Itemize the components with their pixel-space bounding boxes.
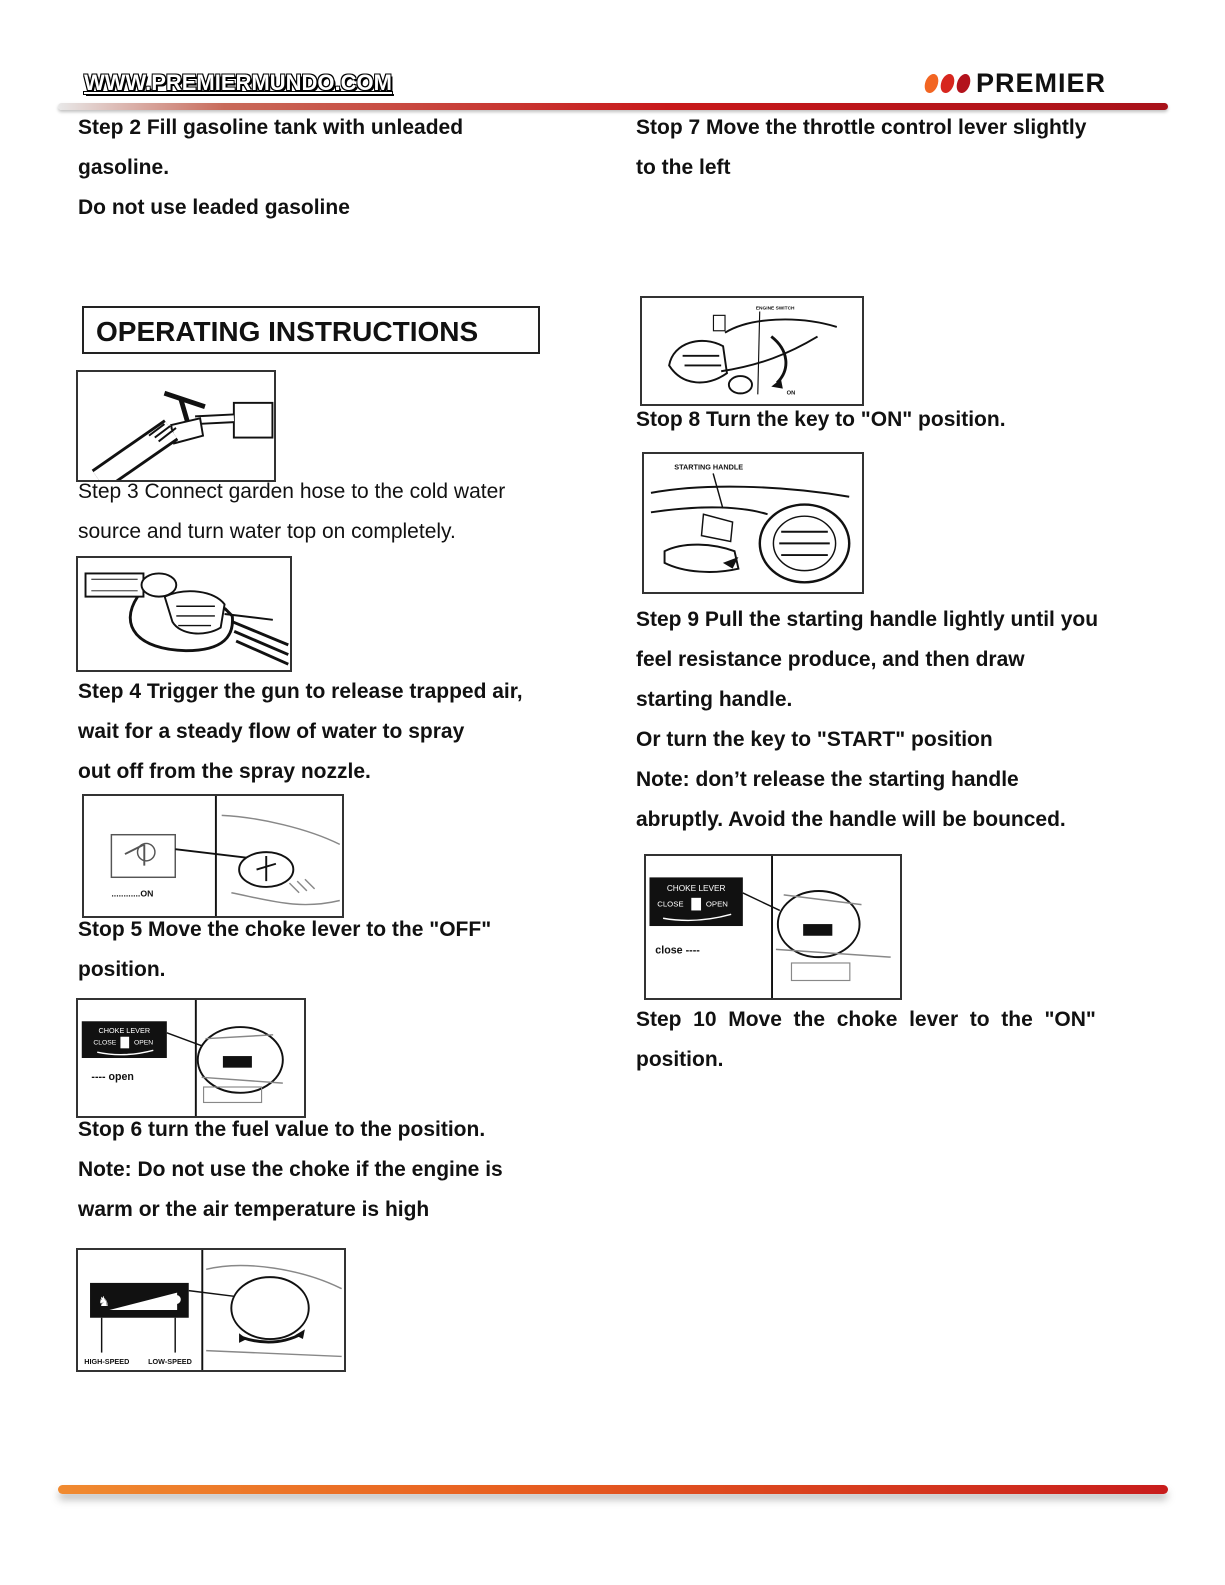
- premier-logo: PREMIER: [922, 68, 1107, 99]
- step-10-text: Step 10 Move the choke lever to the "ON"…: [636, 1000, 1150, 1080]
- key-on-label: ON: [787, 390, 796, 396]
- fuel-on-label: ............ON: [111, 889, 153, 899]
- starting-handle-label: STARTING HANDLE: [674, 463, 743, 472]
- step-10-line-1: Step 10 Move the choke lever to the "ON": [636, 1008, 1096, 1031]
- turtle-icon: ●: [171, 1291, 181, 1305]
- footer-divider: [58, 1485, 1168, 1494]
- choke-close-label: CLOSE: [93, 1039, 116, 1046]
- engine-key-figure: ENGINE SWITCH ON: [640, 296, 864, 406]
- step-3-line-2: source and turn water top on completely.: [78, 520, 456, 543]
- fuel-valve-figure: ............ON: [82, 794, 344, 918]
- step-6-line-3: warm or the air temperature is high: [78, 1198, 430, 1221]
- choke-open-position-label: ---- open: [91, 1071, 134, 1083]
- step-8-line-1: Stop 8 Turn the key to "ON" position.: [636, 408, 1006, 431]
- step-5-line-1: Stop 5 Move the choke lever to the "OFF": [78, 918, 492, 941]
- step-2-line-3: Do not use leaded gasoline: [78, 196, 350, 219]
- step-9-line-1: Step 9 Pull the starting handle lightly …: [636, 608, 1099, 631]
- step-7-line-2: to the left: [636, 156, 731, 179]
- step-3-text: Step 3 Connect garden hose to the cold w…: [78, 472, 505, 552]
- rabbit-icon: ♞: [98, 1294, 110, 1310]
- choke-lever-label: CHOKE LEVER: [99, 1026, 151, 1035]
- choke-open-label-2: OPEN: [706, 900, 728, 909]
- step-9-line-6: abruptly. Avoid the handle will be bounc…: [636, 808, 1066, 831]
- step-9-line-3: starting handle.: [636, 688, 793, 711]
- step-2-text: Step 2 Fill gasoline tank with unleaded …: [78, 108, 463, 228]
- step-4-line-1: Step 4 Trigger the gun to release trappe…: [78, 680, 523, 703]
- step-5-text: Stop 5 Move the choke lever to the "OFF"…: [78, 910, 491, 990]
- choke-close-position-label: close ----: [655, 944, 700, 956]
- step-6-line-1: Stop 6 turn the fuel value to the positi…: [78, 1118, 486, 1141]
- choke-lever-label-2: CHOKE LEVER: [667, 884, 726, 893]
- step-4-line-2: wait for a steady flow of water to spray: [78, 720, 465, 743]
- step-9-line-4: Or turn the key to "START" position: [636, 728, 993, 751]
- step-9-text: Step 9 Pull the starting handle lightly …: [636, 600, 1098, 840]
- step-2-line-2: gasoline.: [78, 156, 170, 179]
- brand-name: PREMIER: [976, 68, 1107, 98]
- section-title: OPERATING INSTRUCTIONS: [82, 306, 540, 354]
- step-2-line-1: Step 2 Fill gasoline tank with unleaded: [78, 116, 464, 139]
- starting-handle-figure: STARTING HANDLE: [642, 452, 864, 594]
- logo-dots-icon: [922, 74, 973, 93]
- hose-connection-figure: [76, 370, 276, 482]
- step-6-line-2: Note: Do not use the choke if the engine…: [78, 1158, 503, 1181]
- step-4-line-3: out off from the spray nozzle.: [78, 760, 371, 783]
- step-4-text: Step 4 Trigger the gun to release trappe…: [78, 672, 523, 792]
- step-3-line-1: Step 3 Connect garden hose to the cold w…: [78, 480, 506, 503]
- step-7-text: Stop 7 Move the throttle control lever s…: [636, 108, 1086, 188]
- high-speed-label: HIGH-SPEED: [84, 1357, 129, 1366]
- choke-open-label: OPEN: [134, 1039, 153, 1046]
- choke-open-figure: CHOKE LEVER CLOSE OPEN ---- open: [76, 998, 306, 1118]
- step-8-text: Stop 8 Turn the key to "ON" position.: [636, 400, 1006, 440]
- throttle-speed-figure: ♞ ● HIGH-SPEED LOW-SPEED: [76, 1248, 346, 1372]
- step-10-line-2: position.: [636, 1048, 724, 1071]
- spray-gun-figure: [76, 556, 292, 672]
- low-speed-label: LOW-SPEED: [148, 1357, 192, 1366]
- step-6-text: Stop 6 turn the fuel value to the positi…: [78, 1110, 503, 1230]
- website-url: WWW.PREMIERMUNDO.COM: [84, 70, 392, 95]
- step-9-line-2: feel resistance produce, and then draw: [636, 648, 1025, 671]
- header-divider: [58, 103, 1168, 110]
- choke-close-label-2: CLOSE: [657, 900, 683, 909]
- throttle-label: ENGINE SWITCH: [756, 306, 795, 312]
- choke-close-figure: CHOKE LEVER CLOSE OPEN close ----: [644, 854, 902, 1000]
- step-7-line-1: Stop 7 Move the throttle control lever s…: [636, 116, 1087, 139]
- step-9-line-5: Note: don’t release the starting handle: [636, 768, 1019, 791]
- step-5-line-2: position.: [78, 958, 166, 981]
